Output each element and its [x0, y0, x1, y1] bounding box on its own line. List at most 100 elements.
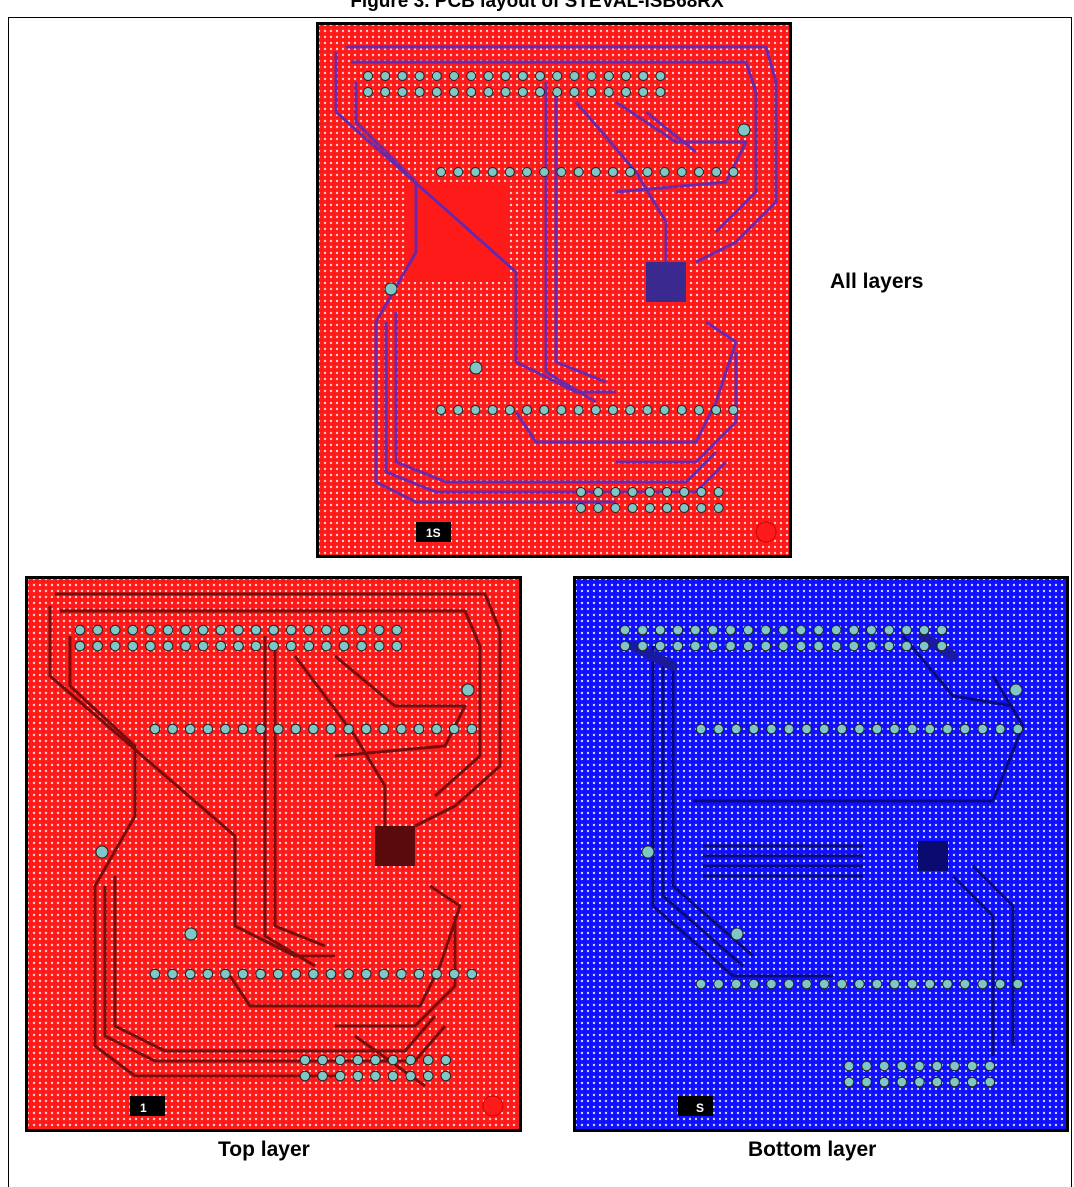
pad [436, 167, 446, 177]
pad [299, 1054, 311, 1066]
pad [338, 624, 350, 636]
pad [92, 624, 103, 636]
pad [378, 968, 390, 980]
pad [414, 87, 425, 97]
pad [931, 1060, 943, 1072]
pad [610, 503, 621, 513]
pad [843, 1076, 855, 1088]
pad [145, 640, 156, 652]
pad [959, 978, 971, 990]
pad [162, 624, 174, 636]
pad [517, 71, 528, 81]
pad [360, 723, 372, 735]
pad [466, 71, 477, 81]
pad [405, 1054, 416, 1066]
pad [627, 487, 638, 497]
pad [977, 723, 988, 735]
pad [431, 968, 442, 980]
pad [370, 1054, 381, 1066]
pad [220, 723, 231, 735]
pad [363, 87, 373, 97]
pad [167, 968, 178, 980]
pad [608, 405, 618, 415]
pad [690, 624, 701, 636]
pad [871, 723, 883, 735]
pad [590, 167, 601, 177]
pad [713, 723, 724, 735]
pad [994, 978, 1006, 990]
pad [707, 640, 719, 652]
pad [696, 503, 707, 513]
pad [949, 1076, 960, 1088]
pad [854, 723, 865, 735]
pad [127, 640, 139, 652]
pad [593, 503, 604, 513]
pad [914, 1060, 925, 1072]
pad [662, 503, 672, 513]
pad [672, 624, 684, 636]
pad [215, 624, 227, 636]
pad [725, 624, 736, 636]
pad [233, 624, 244, 636]
pad [334, 1054, 346, 1066]
pad [766, 978, 777, 990]
pad [397, 87, 408, 97]
pad [659, 405, 670, 415]
pad [654, 624, 666, 636]
pad [914, 1076, 925, 1088]
pad [539, 167, 550, 177]
pad [977, 978, 988, 990]
pad [672, 640, 684, 652]
pad [180, 640, 191, 652]
pad [569, 87, 580, 97]
pad [556, 405, 567, 415]
pad [470, 167, 481, 177]
pad [373, 624, 385, 636]
pad [906, 723, 918, 735]
pad [343, 968, 354, 980]
pad [836, 723, 848, 735]
pad [1012, 978, 1024, 990]
pad [449, 71, 459, 81]
pad [487, 405, 498, 415]
pad [334, 1070, 346, 1082]
pad [237, 968, 249, 980]
pad [713, 978, 724, 990]
pad [397, 71, 408, 81]
pad [866, 624, 877, 636]
pad [363, 71, 373, 81]
pad [149, 968, 161, 980]
pad [637, 640, 648, 652]
pad [356, 640, 367, 652]
pad [387, 1070, 399, 1082]
pad [250, 640, 262, 652]
pad [405, 1070, 416, 1082]
caption-top-layer: Top layer [218, 1138, 310, 1161]
pad [569, 71, 580, 81]
pad [299, 1070, 311, 1082]
pad [760, 640, 772, 652]
pad [162, 640, 174, 652]
pad [861, 1060, 872, 1072]
pad [413, 723, 425, 735]
pad [883, 640, 895, 652]
pad [760, 624, 772, 636]
pad [109, 640, 121, 652]
pad [522, 167, 532, 177]
pad [343, 723, 354, 735]
pad [619, 640, 631, 652]
pad [303, 640, 315, 652]
pad [854, 978, 865, 990]
pad [272, 723, 284, 735]
pad [783, 978, 795, 990]
pad [1012, 723, 1024, 735]
pad [453, 405, 464, 415]
caption-bottom-layer: Bottom layer [748, 1138, 877, 1161]
pad [466, 968, 478, 980]
pad [896, 1076, 908, 1088]
pad [317, 1070, 328, 1082]
pad [290, 723, 302, 735]
pad [92, 640, 103, 652]
pad [370, 1070, 381, 1082]
pad [778, 640, 789, 652]
